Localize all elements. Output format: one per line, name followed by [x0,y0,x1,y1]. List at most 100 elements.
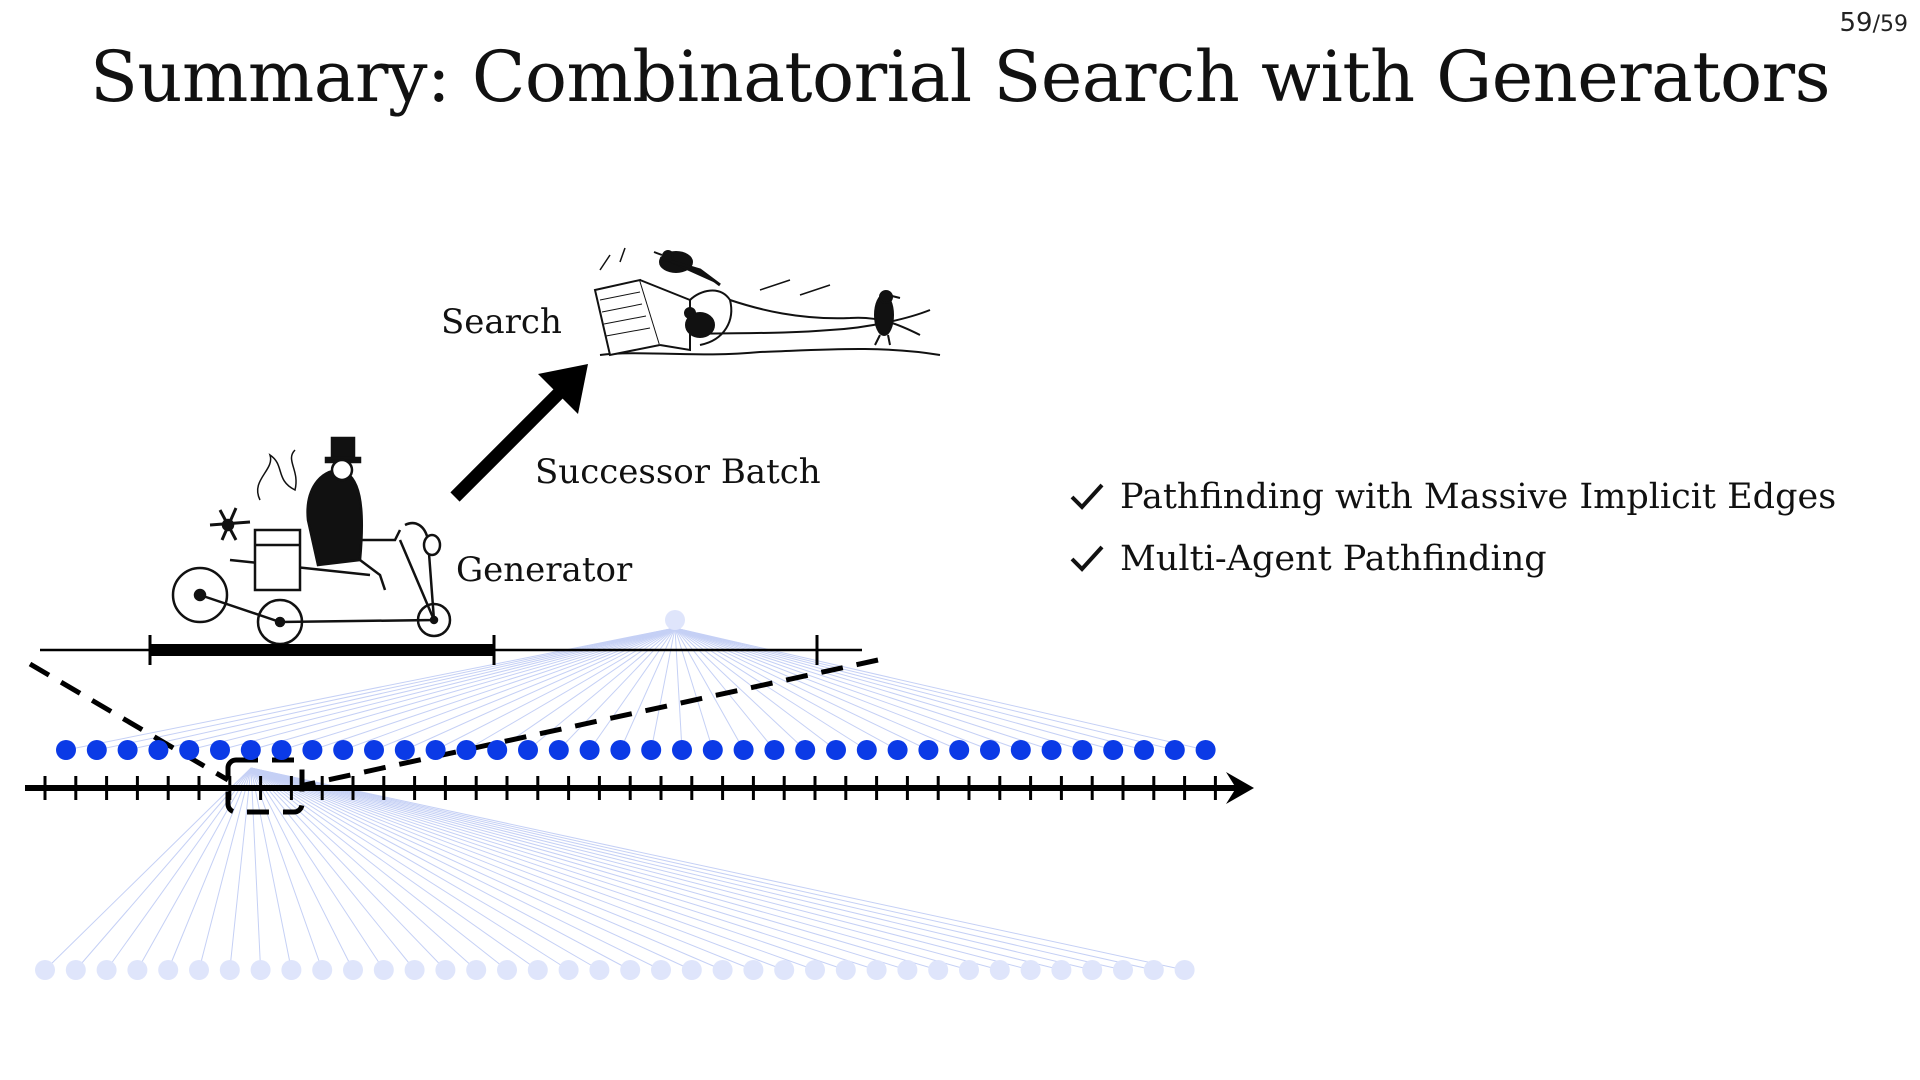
batch-node [764,740,785,760]
faded-node [404,960,425,980]
upper-timeline [40,635,862,665]
faded-node [189,960,209,980]
fan-line [250,767,539,971]
fan-line [250,767,1031,971]
faded-node [805,960,825,980]
fan-line [250,767,662,971]
batch-node [641,740,662,760]
fan-line [229,767,252,971]
faded-node [743,960,764,980]
batch-node [1010,740,1031,760]
faded-node [158,960,179,980]
batch-node [1195,740,1216,760]
fan-line [404,627,676,751]
faded-node [219,960,240,980]
batch-node [610,740,631,760]
man-on-steam-tricycle-icon [171,436,452,646]
fan-line [674,627,1175,751]
fan-line [250,767,970,971]
faded-node [1020,960,1041,980]
batch-node [518,740,538,760]
batch-node [333,740,354,760]
fan-line [674,627,806,751]
fan-line [250,767,846,971]
bullet-item: Multi-Agent Pathfinding [1068,528,1836,590]
fan-line [674,627,1206,751]
faded-node [712,960,733,980]
fan-line [65,627,676,751]
batch-node [1164,740,1185,760]
fan-line [127,627,676,751]
batch-node [179,740,200,760]
faded-node [835,960,856,980]
fan-line [167,767,252,971]
fan-line [496,627,676,751]
faded-node [527,960,548,980]
fan-line [250,767,693,971]
fan-line [281,627,676,751]
fan-line [250,767,292,971]
batch-node [795,740,816,760]
faded-node [681,960,702,980]
fan-line [674,627,991,751]
fan-line [44,767,252,971]
fan-line [589,627,676,751]
faded-node [959,960,979,980]
batch-node [887,740,908,760]
faded-node [497,960,517,980]
reading-figure-with-crows-icon [593,247,941,357]
batch-node [425,740,446,760]
check-icon [1070,483,1104,510]
fan-line [558,627,676,751]
fan-line [343,627,676,751]
top-fan-lines [65,627,1206,751]
fan-line [312,627,676,751]
check-icon [1070,545,1104,572]
fan-line [674,627,1021,751]
batch-node [117,740,138,760]
batch-node [487,740,508,760]
fan-line [250,767,1154,971]
faded-node [1051,960,1072,980]
faded-node [558,960,579,980]
diagonal-arrow-icon [450,364,588,502]
faded-node [989,960,1010,980]
fan-line [250,767,1124,971]
batch-node [856,740,877,760]
faded-node [65,960,86,980]
axis-arrowhead-icon [1226,772,1254,804]
bullet-text: Pathfinding with Massive Implicit Edges [1120,477,1837,517]
batch-node [148,740,169,760]
bullet-item: Pathfinding with Massive Implicit Edges [1068,466,1836,528]
fan-line [674,627,1114,751]
fan-line [250,767,1000,971]
fan-line [250,767,877,971]
fan-line [250,767,385,971]
batch-node [394,740,415,760]
fan-line [674,627,1052,751]
batch-node [1072,740,1093,760]
faded-node [435,960,456,980]
successor-batch-nodes [56,740,1216,760]
batch-node [672,740,692,760]
fan-line [250,767,1093,971]
faded-node [35,960,55,980]
fan-line [250,767,1185,971]
faded-node [250,960,271,980]
fan-line [96,627,676,751]
fan-line [674,627,683,751]
fan-line [158,627,676,751]
faded-node [281,960,302,980]
faded-node [1174,960,1195,980]
batch-node [271,740,292,760]
fan-line [250,767,569,971]
batch-node [579,740,600,760]
fan-line [674,627,775,751]
batch-node [1134,740,1154,760]
fan-line [466,627,676,751]
fan-line [674,627,714,751]
faded-node [466,960,487,980]
batch-node [918,740,939,760]
batch-node [949,740,970,760]
batch-node [240,740,261,760]
